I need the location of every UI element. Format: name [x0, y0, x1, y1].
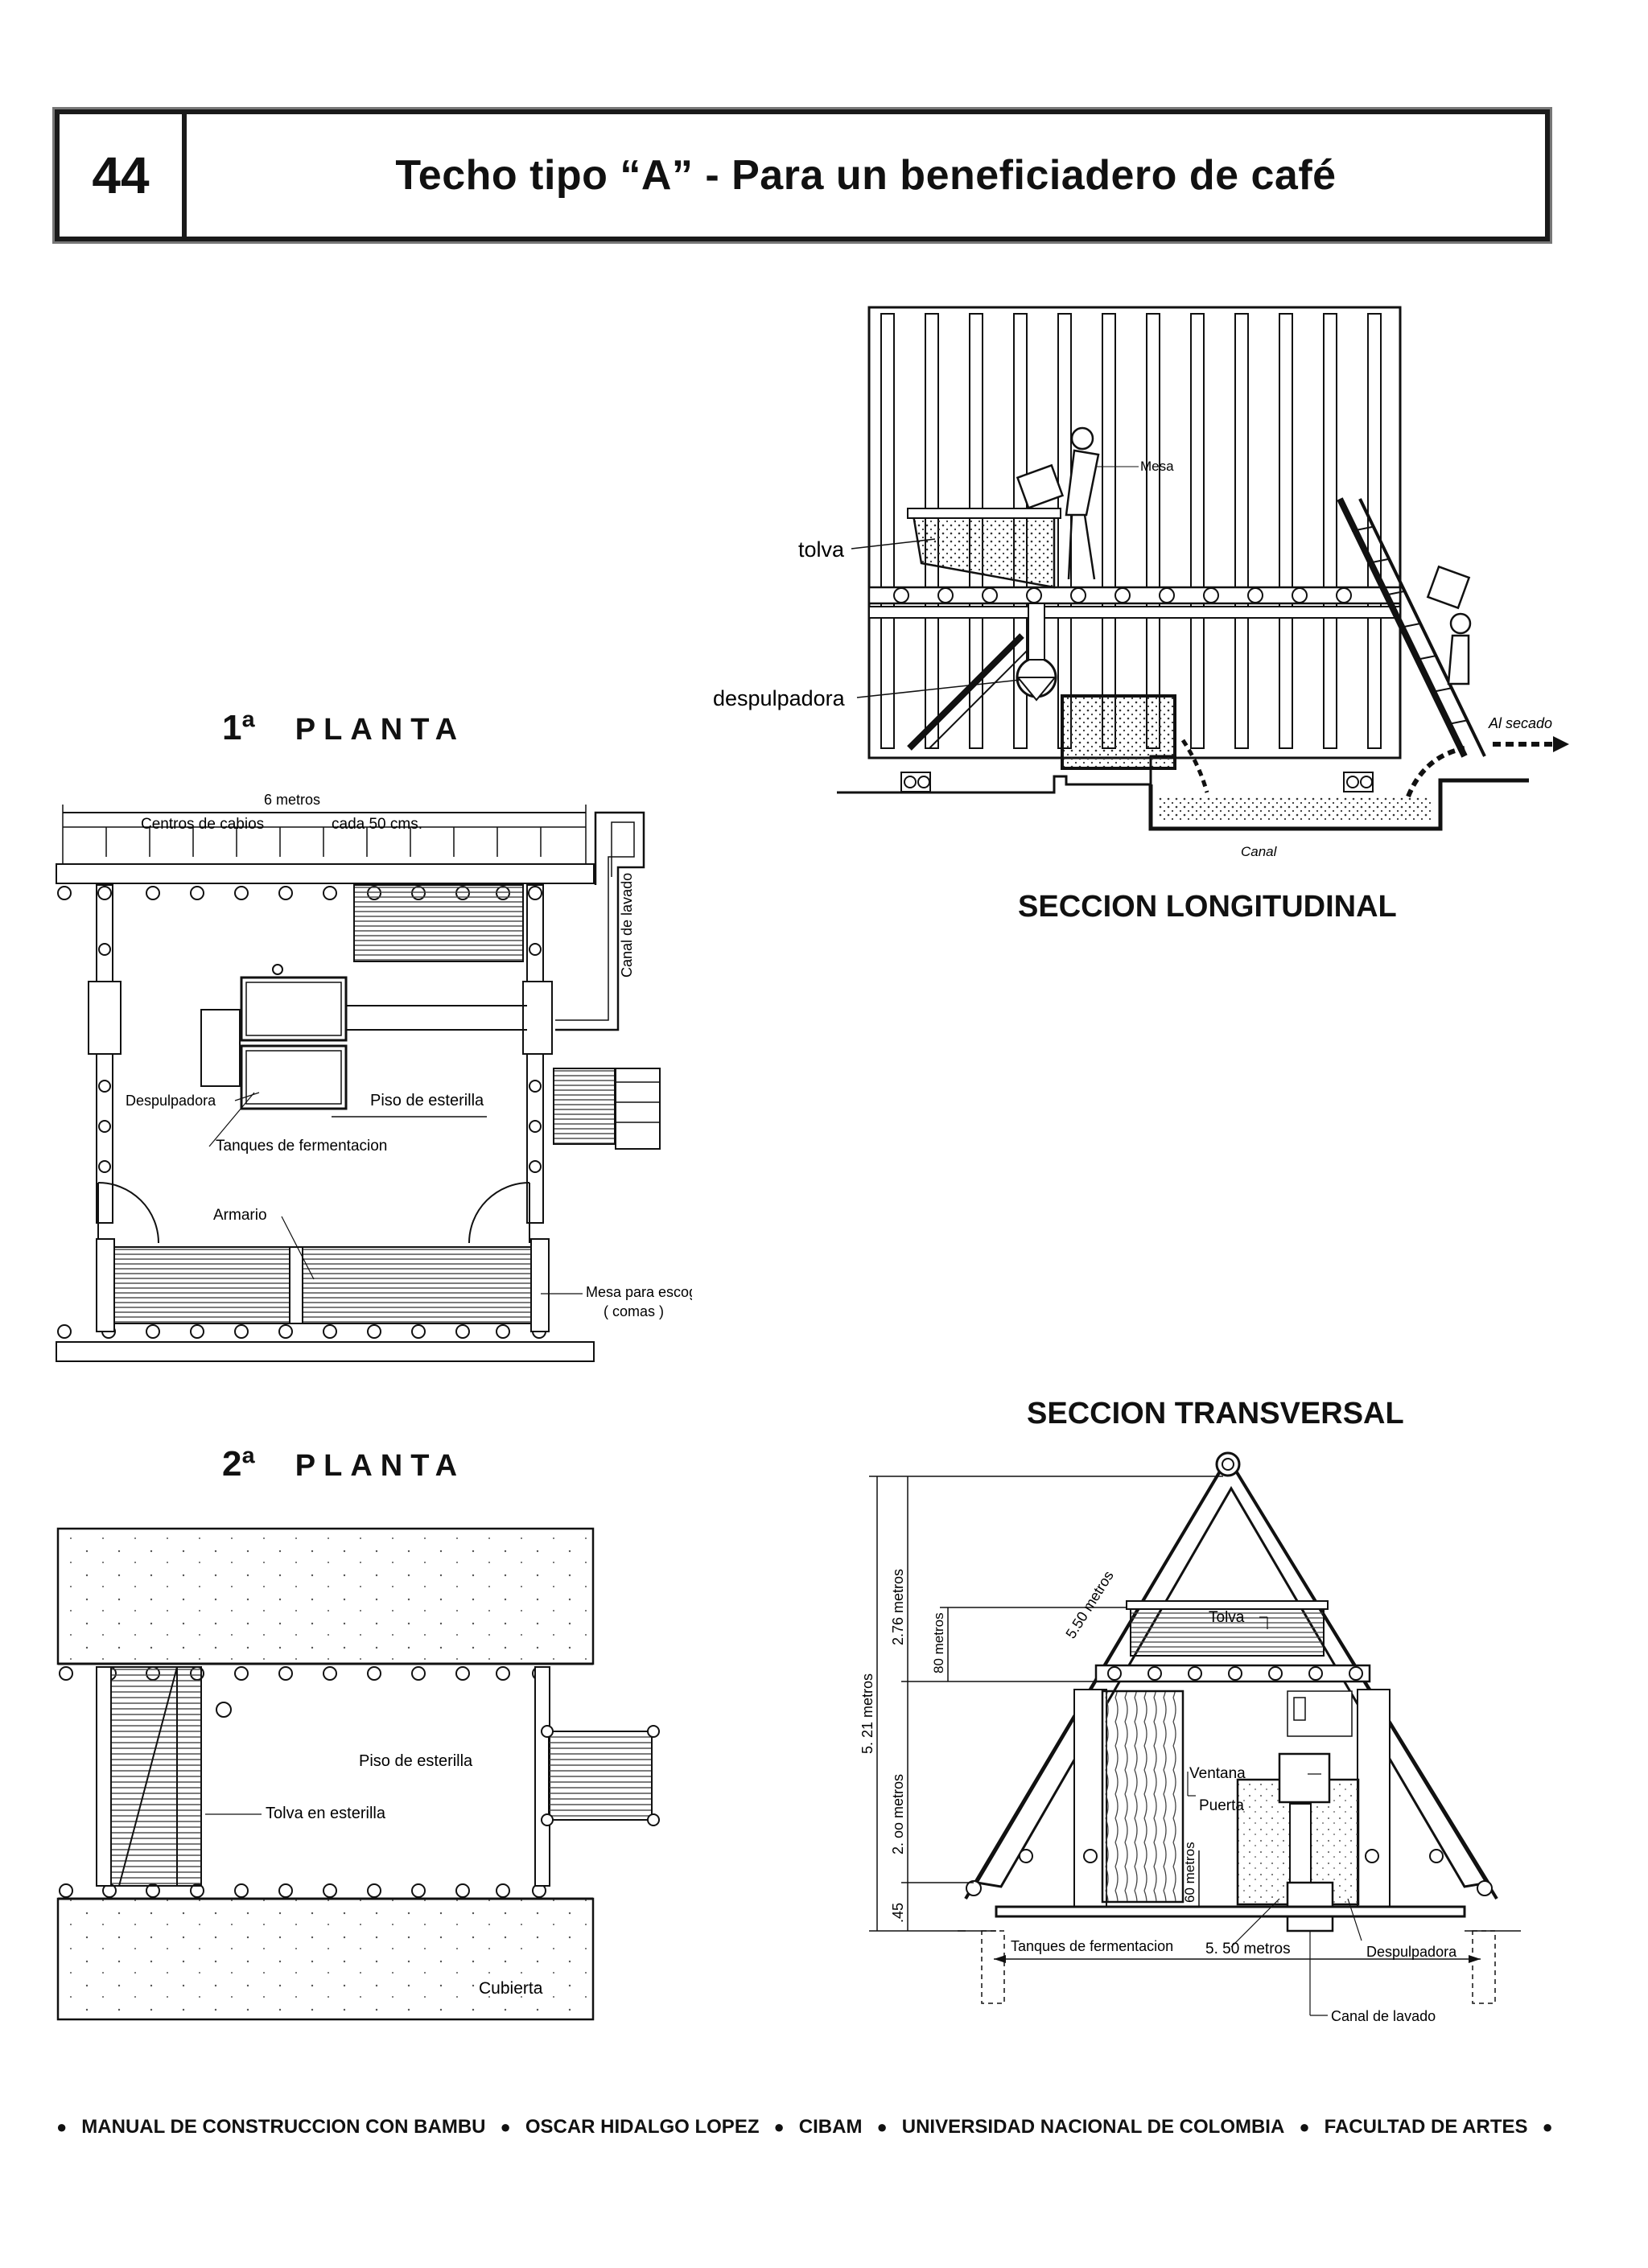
trans-despulpadora: Despulpadora	[1366, 1944, 1457, 1960]
planta-1-canal: Canal de lavado	[619, 873, 635, 978]
planta-1-label: PLANTA	[295, 713, 466, 747]
footer-bullet: ●	[1542, 2117, 1553, 2137]
planta-2-cubierta: Cubierta	[479, 1979, 543, 1998]
planta-2-tolva: Tolva en esterilla	[266, 1805, 386, 1822]
footer-item-manual: MANUAL DE CONSTRUCCION CON BAMBU	[81, 2116, 486, 2138]
planta-1-armario: Armario	[213, 1207, 267, 1224]
footer-bullet: ●	[56, 2117, 68, 2137]
trans-d-550-roof: 5.50 metros	[1062, 1568, 1116, 1641]
footer-bullet: ●	[1299, 2117, 1310, 2137]
trans-ventana: Ventana	[1189, 1765, 1246, 1782]
page-header: 44 Techo tipo “A” - Para un beneficiader…	[55, 109, 1550, 241]
planta-2-drawing: Piso de esterilla Tolva en esterilla Cub…	[56, 1527, 660, 2021]
seccion-transversal-title: SECCION TRANSVERSAL	[1027, 1397, 1404, 1430]
long-secado: Al secado	[1488, 715, 1552, 731]
planta-1-mesa-sub: ( comas )	[604, 1303, 664, 1319]
planta-2-piso: Piso de esterilla	[359, 1752, 473, 1770]
long-tolva: tolva	[798, 537, 845, 562]
trans-d-80: 80 metros	[931, 1612, 946, 1673]
long-mesa: Mesa	[1140, 459, 1174, 474]
trans-tanques: Tanques de fermentacion	[1011, 1938, 1173, 1954]
trans-d-200: 2. oo metros	[890, 1774, 906, 1854]
footer-item-cibam: CIBAM	[798, 2116, 863, 2138]
footer: ● MANUAL DE CONSTRUCCION CON BAMBU ● OSC…	[56, 2116, 1561, 2138]
long-canal: Canal	[1241, 844, 1278, 859]
footer-item-faculty: FACULTAD DE ARTES	[1324, 2116, 1528, 2138]
seccion-longitudinal-drawing: tolva despulpadora Mesa Al secado Canal	[713, 306, 1569, 859]
seccion-transversal-drawing: 5.50 metros 2.76 metros 80 metros 5. 21 …	[859, 1451, 1521, 2024]
planta-1-heading: 1ª PLANTA	[222, 708, 465, 748]
trans-canal: Canal de lavado	[1331, 2008, 1436, 2024]
footer-item-university: UNIVERSIDAD NACIONAL DE COLOMBIA	[901, 2116, 1285, 2138]
planta-1-drawing: 6 metros Centros de cabios cada 50 cms. …	[56, 792, 692, 1362]
footer-bullet: ●	[773, 2117, 785, 2137]
trans-d-60: 60 metros	[1182, 1842, 1197, 1903]
planta-2-heading: 2ª PLANTA	[222, 1444, 465, 1484]
planta-1-dim-total: 6 metros	[264, 792, 320, 808]
page-number: 44	[60, 114, 187, 237]
trans-d-550-base: 5. 50 metros	[1205, 1941, 1291, 1957]
trans-puerta: Puerta	[1199, 1797, 1244, 1814]
planta-1-dim-centros: Centros de cabios	[141, 816, 264, 833]
long-despulpadora: despulpadora	[713, 686, 846, 710]
planta-1-number: 1ª	[222, 708, 255, 747]
page-title: Techo tipo “A” - Para un beneficiadero d…	[395, 152, 1337, 199]
footer-bullet: ●	[876, 2117, 888, 2137]
planta-1-despulpadora: Despulpadora	[126, 1093, 216, 1109]
planta-2-label: PLANTA	[295, 1449, 466, 1483]
footer-item-author: OSCAR HIDALGO LOPEZ	[525, 2116, 760, 2138]
footer-bullet: ●	[500, 2117, 511, 2137]
trans-d-45: .45	[890, 1903, 906, 1923]
planta-1-mesa: Mesa para escoger cafe	[586, 1284, 692, 1300]
trans-d-521: 5. 21 metros	[859, 1673, 876, 1754]
seccion-longitudinal-title: SECCION LONGITUDINAL	[1018, 890, 1397, 924]
trans-tolva: Tolva	[1209, 1609, 1245, 1626]
planta-2-number: 2ª	[222, 1444, 255, 1484]
planta-1-tanques: Tanques de fermentacion	[216, 1138, 387, 1155]
trans-d-276: 2.76 metros	[890, 1569, 906, 1645]
planta-1-dim-cada: cada 50 cms.	[332, 816, 422, 833]
planta-1-piso: Piso de esterilla	[370, 1092, 484, 1109]
